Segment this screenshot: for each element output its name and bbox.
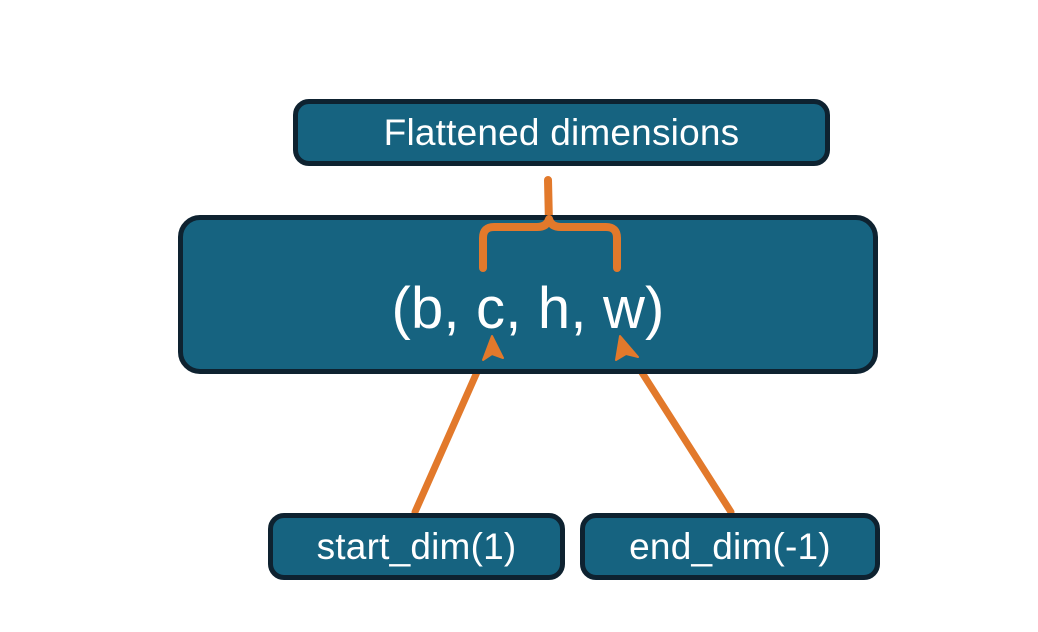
node-flattened-dimensions-label: Flattened dimensions <box>383 112 740 153</box>
node-tensor-shape[interactable]: (b, c, h, w) <box>178 215 878 374</box>
node-tensor-shape-label: (b, c, h, w) <box>391 275 665 341</box>
node-start-dim[interactable]: start_dim(1) <box>268 513 565 580</box>
node-start-dim-label: start_dim(1) <box>316 526 517 567</box>
node-flattened-dimensions[interactable]: Flattened dimensions <box>293 99 830 166</box>
node-end-dim[interactable]: end_dim(-1) <box>580 513 880 580</box>
node-end-dim-label: end_dim(-1) <box>629 526 831 567</box>
